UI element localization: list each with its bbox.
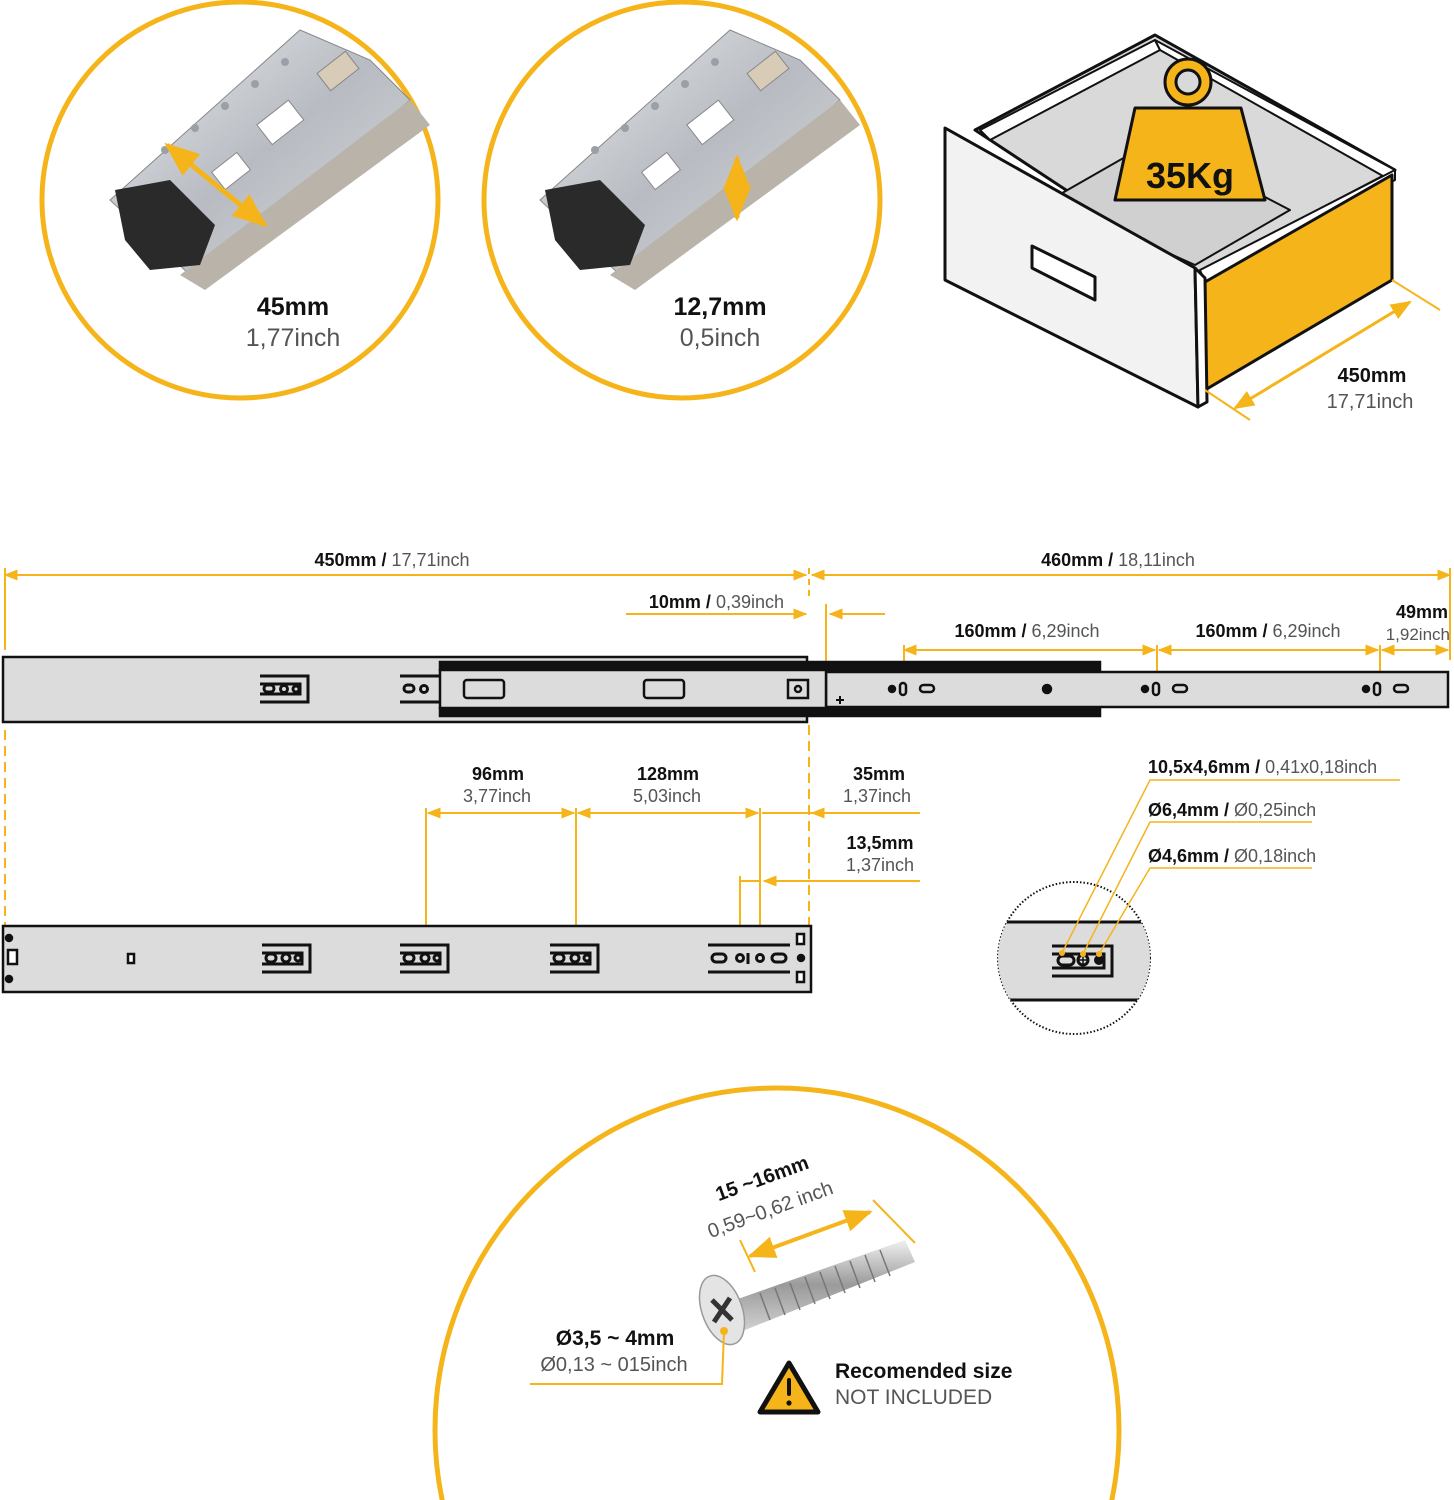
- offset-35-mm-label: 35mm: [852, 764, 906, 784]
- warning-icon: [757, 1360, 821, 1415]
- offset-13-inch-label: 1,37inch: [845, 855, 915, 875]
- cabinet-rail: [1, 924, 813, 994]
- hole-detail-zoom: [997, 779, 1400, 1035]
- small-hole-label: Ø4,6mm / Ø0,18inch: [1148, 846, 1317, 866]
- spacing-128-inch-label: 5,03inch: [632, 786, 702, 806]
- extension-length-label: 460mm / 18,11inch: [1041, 550, 1195, 570]
- thickness-mm-label: 12,7mm: [673, 293, 767, 321]
- drawer-length-mm-label: 450mm: [1337, 365, 1407, 387]
- drawer-length-inch-label: 17,71inch: [1326, 391, 1414, 413]
- screw-diameter-mm-label: Ø3,5 ~ 4mm: [555, 1327, 675, 1350]
- top-rail-dimensions: [3, 568, 1452, 925]
- offset-35-inch-label: 1,37inch: [842, 786, 912, 806]
- spacing-96-inch-label: 3,77inch: [462, 786, 532, 806]
- inner-extended-rail: [824, 670, 1450, 709]
- detail-circle-width: [39, 0, 441, 401]
- offset-13-mm-label: 13,5mm: [846, 833, 914, 853]
- weight-icon: [1113, 57, 1267, 202]
- spacing-160-2-label: 160mm / 6,29inch: [1195, 621, 1341, 641]
- not-included-label: NOT INCLUDED: [835, 1386, 993, 1409]
- offset-10mm-label: 10mm / 0,39inch: [648, 592, 784, 612]
- top-rail-drawing: [1, 655, 1450, 724]
- recommended-size-label: Recomended size: [835, 1360, 1013, 1383]
- double-arrow-diagonal-icon: [164, 142, 268, 228]
- width-mm-label: 45mm: [256, 293, 330, 321]
- spacing-160-1-label: 160mm / 6,29inch: [954, 621, 1100, 641]
- detail-circle-thickness: [481, 0, 883, 401]
- large-hole-label: Ø6,4mm / Ø0,25inch: [1148, 800, 1317, 820]
- closed-length-label: 450mm / 17,71inch: [314, 550, 470, 570]
- slot-size-label: 10,5x4,6mm / 0,41x0,18inch: [1148, 757, 1378, 777]
- end-gap-mm-label: 49mm: [1395, 602, 1448, 622]
- spacing-96-mm-label: 96mm: [471, 764, 525, 784]
- load-capacity-label: 35Kg: [1145, 155, 1235, 196]
- bottom-rail-drawing: [1, 924, 813, 994]
- screw-circle: [432, 1085, 1122, 1500]
- thickness-inch-label: 0,5inch: [679, 324, 761, 352]
- spacing-128-mm-label: 128mm: [636, 764, 700, 784]
- screw-photo: [698, 1240, 915, 1346]
- drawer-handle: [1030, 244, 1097, 302]
- drawer-length-arrow: [1233, 300, 1412, 410]
- screw-diameter-inch-label: Ø0,13 ~ 015inch: [540, 1354, 688, 1376]
- end-gap-inch-label: 1,92inch: [1385, 625, 1450, 644]
- width-inch-label: 1,77inch: [245, 324, 341, 352]
